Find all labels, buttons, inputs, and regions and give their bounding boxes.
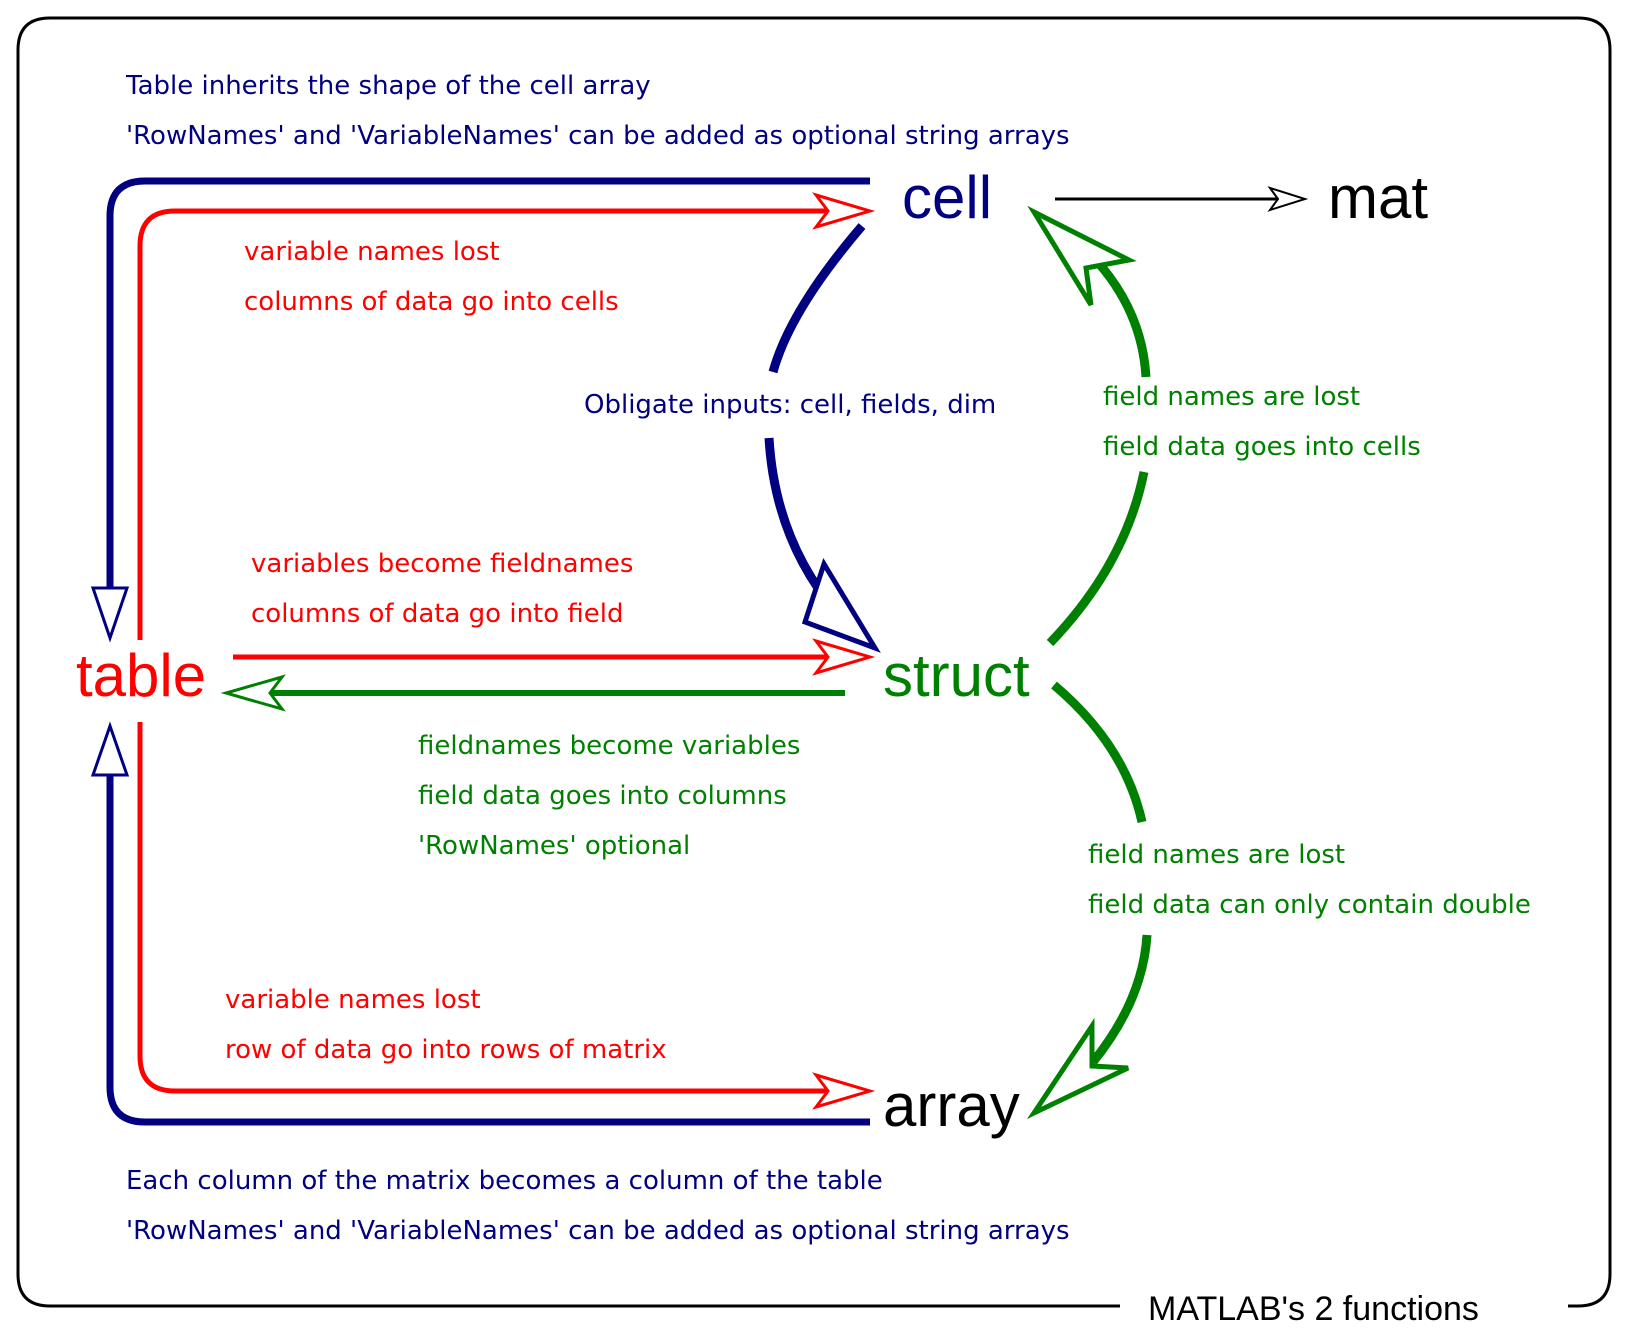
struct-to-table-arrowhead [220, 674, 286, 712]
cell-to-struct-arrowhead [801, 558, 881, 653]
node-struct: struct [883, 642, 1030, 709]
struct-to-cell-arrowhead [1027, 205, 1137, 307]
cell-to-table-arrow-line [106, 177, 870, 596]
note-struct-to-table-line-1: fieldnames become variables [418, 731, 800, 761]
struct-to-cell-arrow-upper [1090, 254, 1151, 378]
struct-to-array-arrow-lower [1089, 934, 1152, 1065]
cell-to-struct-arrow-upper [768, 223, 866, 374]
note-struct-to-array-line-1: field names are lost [1088, 840, 1345, 870]
note-cell-to-table-line-2: 'RowNames' and 'VariableNames' can be ad… [126, 121, 1070, 151]
note-cell-to-table-line-1: Table inherits the shape of the cell arr… [125, 71, 651, 101]
struct-to-array-arrowhead [1026, 1017, 1130, 1120]
outer-frame [16, 16, 1612, 1308]
note-struct-to-cell-line-1: field names are lost [1103, 382, 1360, 412]
note-array-to-table-line-2: 'RowNames' and 'VariableNames' can be ad… [126, 1216, 1070, 1246]
table-to-struct-arrowhead [812, 638, 876, 676]
table-to-cell-arrow-line [137, 208, 845, 640]
node-table: table [76, 642, 206, 709]
note-struct-to-table-line-3: 'RowNames' optional [418, 831, 690, 861]
table-to-array-arrow-line [137, 722, 845, 1094]
array-to-table-arrowhead [90, 721, 130, 777]
cell-to-table-arrowhead [90, 586, 130, 643]
table-to-cell-arrowhead [812, 192, 876, 230]
note-struct-to-cell-line-2: field data goes into cells [1103, 432, 1421, 462]
array-to-table-arrow-line [106, 770, 870, 1126]
note-struct-to-table-line-2: field data goes into columns [418, 781, 787, 811]
note-array-to-table-line-1: Each column of the matrix becomes a colu… [126, 1166, 883, 1196]
note-table-to-cell-line-1: variable names lost [244, 237, 500, 267]
struct-to-cell-arrow-lower [1046, 471, 1149, 647]
note-table-to-array-line-2: row of data go into rows of matrix [225, 1035, 667, 1065]
node-mat: mat [1328, 164, 1428, 231]
note-struct-to-array-line-2: field data can only contain double [1088, 890, 1531, 920]
struct-to-array-arrow-upper [1051, 681, 1147, 823]
note-table-to-struct-line-1: variables become fieldnames [251, 549, 633, 579]
cell-to-mat-arrowhead [1267, 186, 1309, 212]
note-table-to-cell-line-2: columns of data go into cells [244, 287, 619, 317]
node-array: array [883, 1072, 1020, 1139]
table-to-array-arrowhead [812, 1072, 876, 1110]
note-table-to-struct-line-2: columns of data go into field [251, 599, 624, 629]
frame-title: MATLAB's 2 functions [1148, 1290, 1479, 1328]
node-cell: cell [902, 164, 992, 231]
note-cell-to-struct: Obligate inputs: cell, fields, dim [584, 390, 996, 420]
note-table-to-array-line-1: variable names lost [225, 985, 481, 1015]
